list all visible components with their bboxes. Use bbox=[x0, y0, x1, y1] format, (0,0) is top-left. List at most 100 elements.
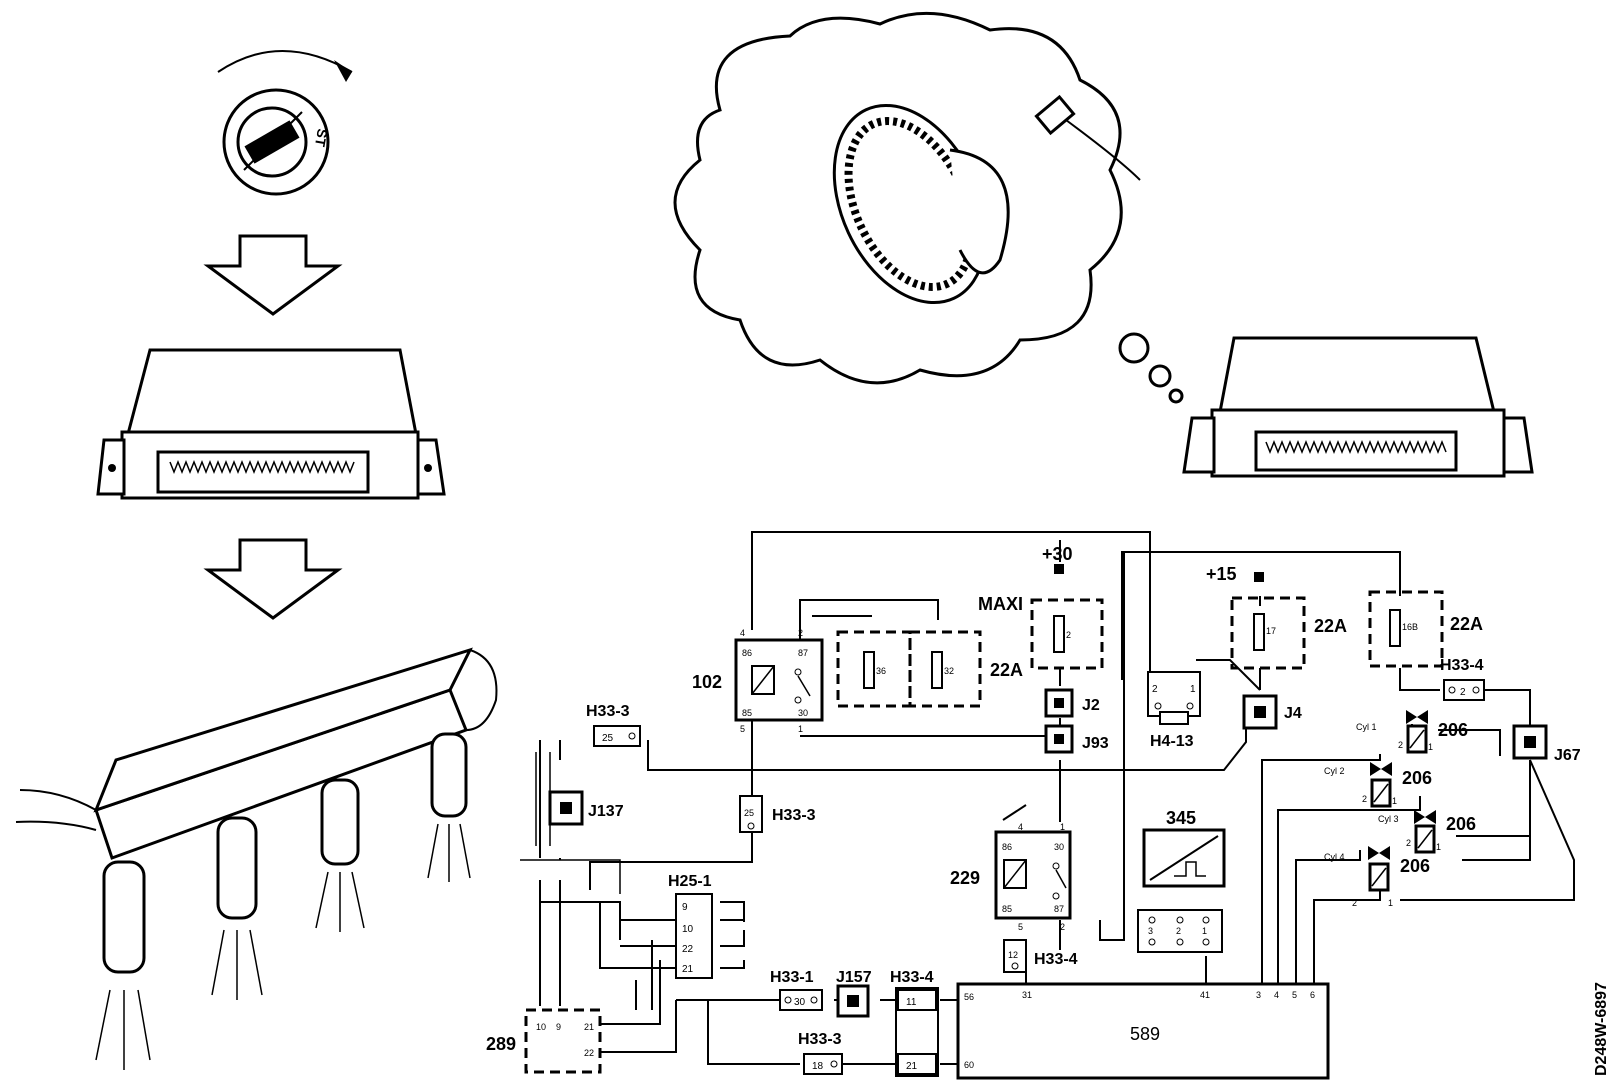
svg-text:10: 10 bbox=[536, 1022, 546, 1032]
svg-text:J4: J4 bbox=[1284, 705, 1302, 722]
svg-text:H33-1: H33-1 bbox=[770, 969, 814, 986]
injector-206-cyl-2: Cyl 2 206 2 1 bbox=[1324, 762, 1432, 808]
svg-text:289: 289 bbox=[486, 1034, 516, 1054]
svg-text:9: 9 bbox=[556, 1022, 561, 1032]
svg-text:H33-3: H33-3 bbox=[798, 1031, 842, 1048]
svg-text:9: 9 bbox=[682, 902, 688, 913]
svg-text:1: 1 bbox=[1190, 684, 1196, 695]
svg-text:86: 86 bbox=[742, 648, 752, 658]
svg-text:3: 3 bbox=[1256, 990, 1261, 1000]
svg-text:6: 6 bbox=[1310, 990, 1315, 1000]
svg-text:30: 30 bbox=[1054, 842, 1064, 852]
svg-text:1: 1 bbox=[1388, 898, 1393, 908]
connector-h4-13: 2 1 H4-13 bbox=[1147, 671, 1201, 750]
svg-text:22: 22 bbox=[682, 944, 694, 955]
svg-text:MAXI: MAXI bbox=[978, 594, 1023, 614]
svg-text:206: 206 bbox=[1400, 856, 1430, 876]
connector-h33-4-pin2: H33-4 2 bbox=[1440, 657, 1485, 701]
connector-h33-1: H33-1 30 bbox=[770, 969, 823, 1011]
relay-102-label: 102 bbox=[692, 672, 722, 692]
relay-229-label: 229 bbox=[950, 868, 980, 888]
ecu-unit-left-illustration bbox=[96, 348, 446, 500]
svg-text:J157: J157 bbox=[836, 969, 872, 986]
junction-j93: J93 bbox=[1044, 724, 1109, 754]
reference-code: D248W-6897 bbox=[1593, 982, 1610, 1076]
svg-text:16B: 16B bbox=[1402, 622, 1418, 632]
svg-text:Cyl 2: Cyl 2 bbox=[1324, 766, 1345, 776]
svg-text:22A: 22A bbox=[990, 660, 1023, 680]
svg-text:5: 5 bbox=[1292, 990, 1297, 1000]
svg-text:J93: J93 bbox=[1082, 735, 1109, 752]
svg-text:21: 21 bbox=[906, 1061, 918, 1072]
svg-text:5: 5 bbox=[1018, 922, 1023, 932]
svg-text:4: 4 bbox=[740, 628, 745, 638]
junction-j137: J137 bbox=[548, 790, 624, 826]
injector-nozzle-icon bbox=[427, 732, 471, 882]
svg-text:2: 2 bbox=[1362, 794, 1367, 804]
svg-text:21: 21 bbox=[584, 1022, 594, 1032]
svg-text:2: 2 bbox=[1352, 898, 1357, 908]
svg-text:1: 1 bbox=[1060, 822, 1065, 832]
svg-text:85: 85 bbox=[1002, 904, 1012, 914]
injector-206-cyl-4: Cyl 4 206 2 1 bbox=[1324, 846, 1430, 908]
svg-text:1: 1 bbox=[1202, 926, 1207, 936]
svg-text:H33-3: H33-3 bbox=[586, 703, 630, 720]
block-289: 10 9 21 22 289 bbox=[486, 1008, 602, 1074]
svg-text:36: 36 bbox=[876, 666, 886, 676]
crank-sensor-wheel-icon bbox=[832, 94, 1141, 305]
fuse-17: +15 17 22A bbox=[1206, 564, 1347, 670]
fuel-rail-illustration bbox=[15, 647, 498, 1070]
svg-text:J137: J137 bbox=[588, 803, 624, 820]
svg-text:18: 18 bbox=[812, 1061, 824, 1072]
ecu-unit-right-illustration bbox=[1182, 336, 1534, 478]
svg-text:+15: +15 bbox=[1206, 564, 1237, 584]
svg-text:589: 589 bbox=[1130, 1024, 1160, 1044]
svg-text:2: 2 bbox=[1060, 922, 1065, 932]
svg-text:1: 1 bbox=[1392, 796, 1397, 806]
svg-text:30: 30 bbox=[794, 997, 806, 1008]
svg-text:H33-4: H33-4 bbox=[1034, 951, 1078, 968]
connector-h33-4-ecu: H33-4 11 21 bbox=[890, 969, 939, 1077]
fuses-36-32: 36 32 22A bbox=[836, 630, 1023, 708]
svg-text:2: 2 bbox=[1176, 926, 1181, 936]
svg-text:206: 206 bbox=[1446, 814, 1476, 834]
svg-text:3: 3 bbox=[1148, 926, 1153, 936]
fuse-maxi: +30 2 MAXI bbox=[978, 544, 1104, 670]
svg-text:2: 2 bbox=[1152, 684, 1158, 695]
svg-text:H33-3: H33-3 bbox=[772, 807, 816, 824]
connector-h25-1: H25-1 9 10 22 21 bbox=[668, 873, 713, 979]
svg-text:Cyl 4: Cyl 4 bbox=[1324, 852, 1345, 862]
svg-text:206: 206 bbox=[1438, 720, 1468, 740]
injector-206-cyl-1: Cyl 1 206 2 1 bbox=[1356, 710, 1468, 754]
injector-nozzle-icon bbox=[95, 860, 151, 1070]
down-arrow-icon bbox=[203, 234, 343, 316]
svg-text:85: 85 bbox=[742, 708, 752, 718]
injector-nozzle-icon bbox=[211, 816, 263, 1000]
svg-text:56: 56 bbox=[964, 992, 974, 1002]
svg-text:32: 32 bbox=[944, 666, 954, 676]
svg-text:206: 206 bbox=[1402, 768, 1432, 788]
svg-text:31: 31 bbox=[1022, 990, 1032, 1000]
fuse-16b: 16B 22A bbox=[1368, 590, 1483, 668]
svg-text:11: 11 bbox=[906, 997, 917, 1008]
ignition-key-icon: ST bbox=[217, 50, 353, 196]
svg-text:10: 10 bbox=[682, 924, 694, 935]
svg-text:12: 12 bbox=[1008, 950, 1018, 960]
svg-text:1: 1 bbox=[798, 724, 803, 734]
svg-text:2: 2 bbox=[1398, 740, 1403, 750]
svg-text:1: 1 bbox=[1436, 842, 1441, 852]
svg-text:2: 2 bbox=[1460, 687, 1466, 698]
svg-text:86: 86 bbox=[1002, 842, 1012, 852]
svg-text:J2: J2 bbox=[1082, 697, 1100, 714]
svg-text:60: 60 bbox=[964, 1060, 974, 1070]
svg-text:1: 1 bbox=[1428, 742, 1433, 752]
svg-text:+30: +30 bbox=[1042, 544, 1073, 564]
svg-text:H33-4: H33-4 bbox=[890, 969, 934, 986]
ecu-589: 589 56 31 41 3 4 5 6 60 bbox=[956, 982, 1330, 1080]
svg-text:2: 2 bbox=[1406, 838, 1411, 848]
svg-text:4: 4 bbox=[1274, 990, 1279, 1000]
svg-text:H4-13: H4-13 bbox=[1150, 733, 1194, 750]
svg-text:21: 21 bbox=[682, 964, 694, 975]
svg-text:22A: 22A bbox=[1450, 614, 1483, 634]
